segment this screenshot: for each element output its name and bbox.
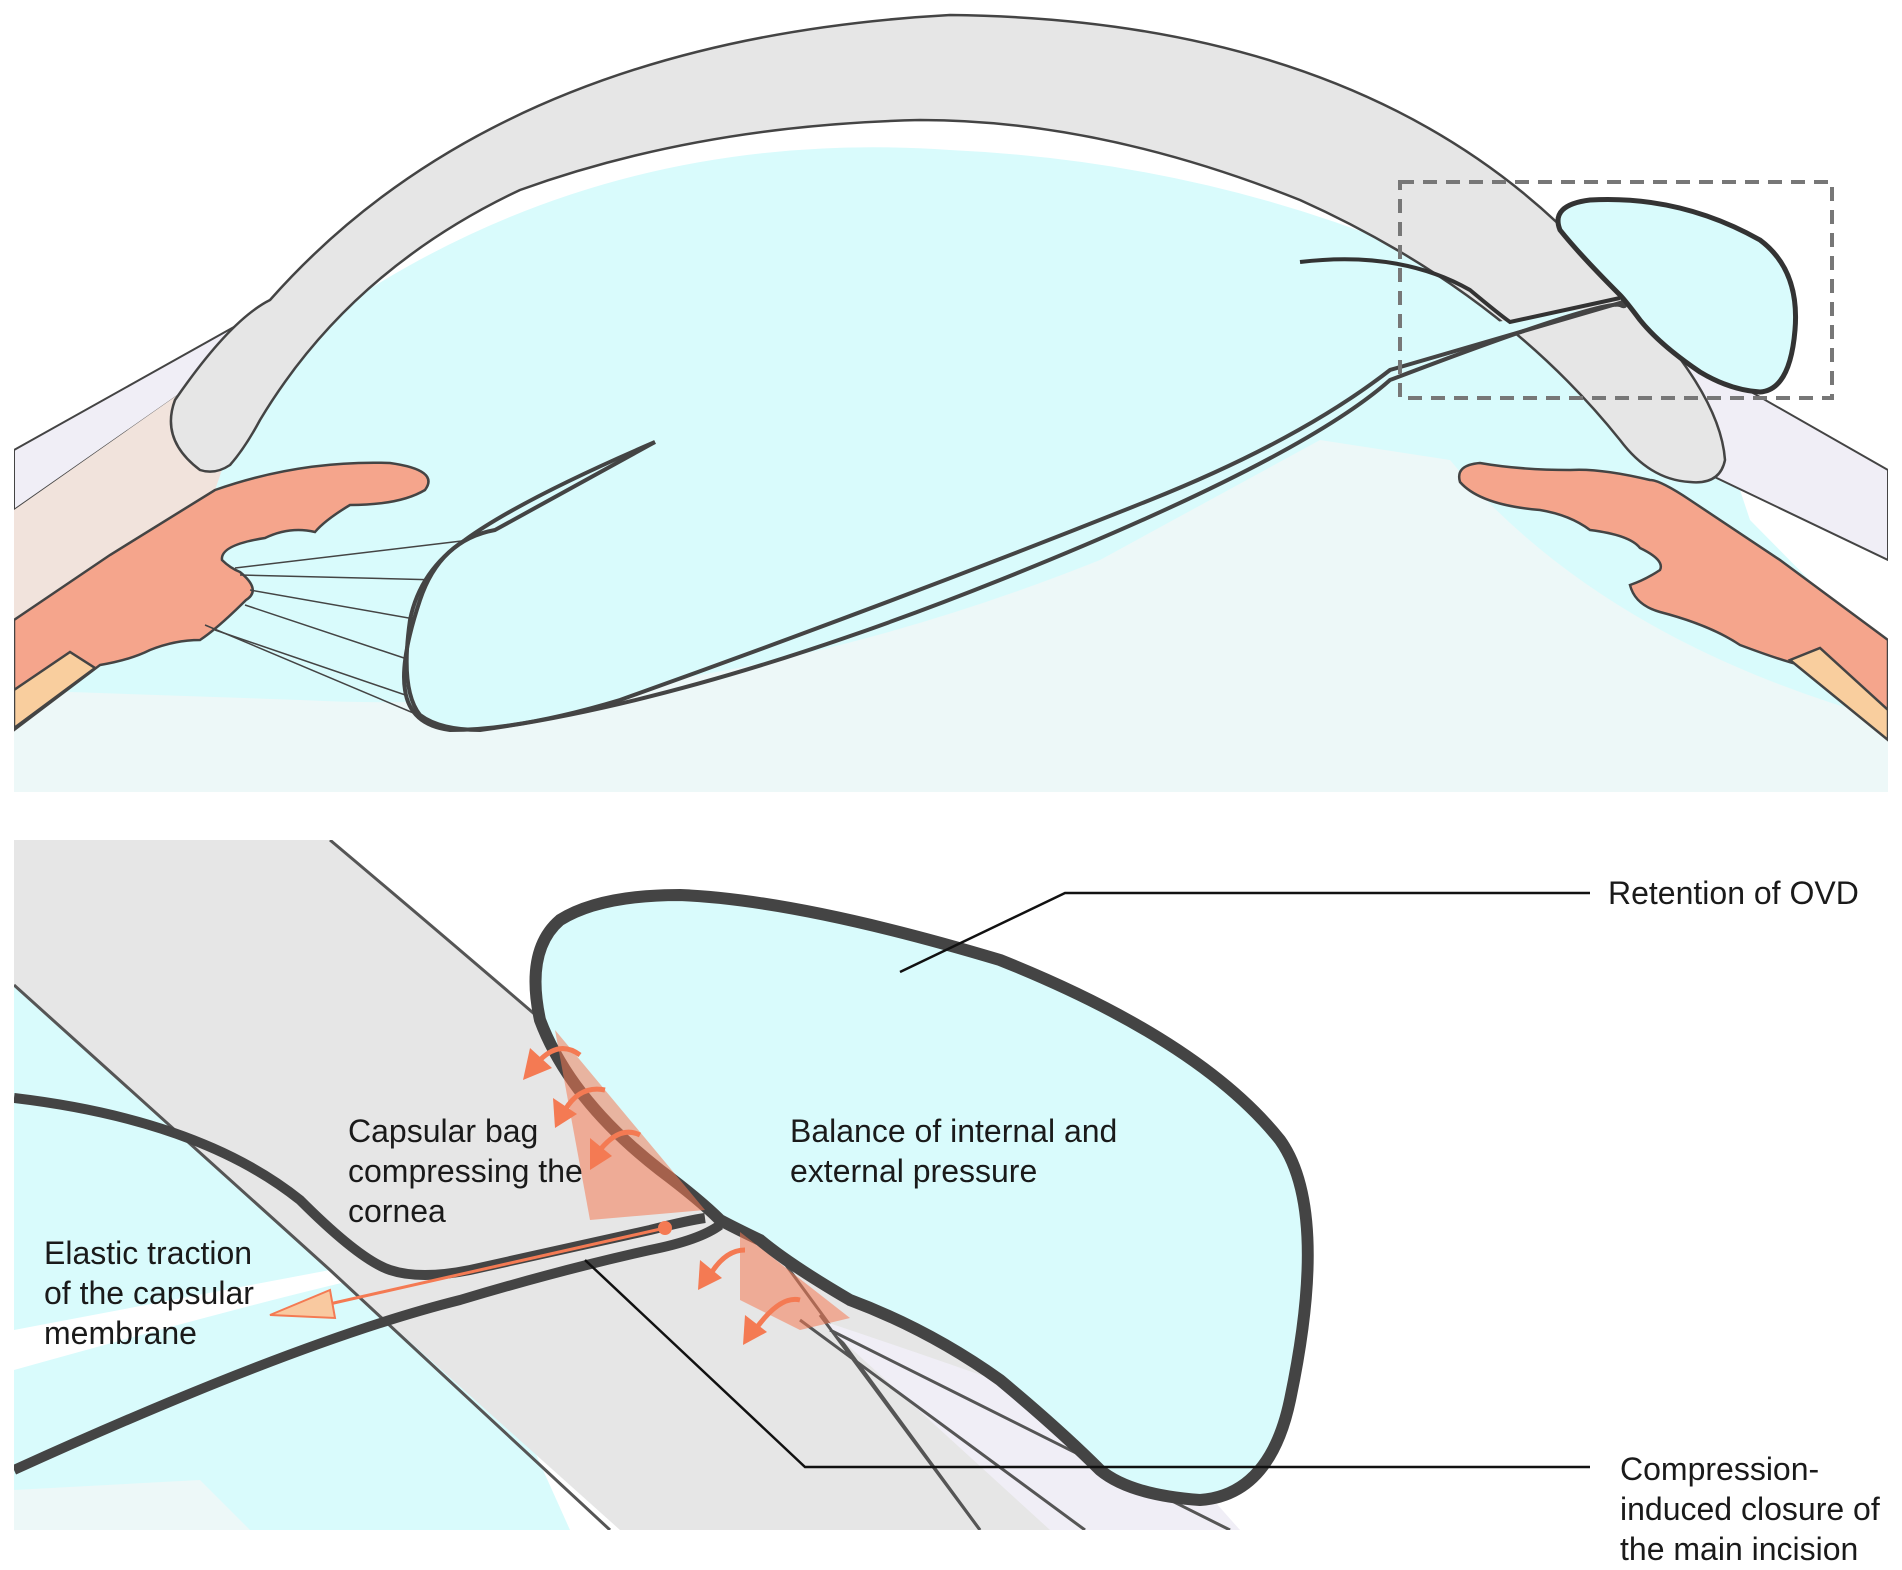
label-closure-3: the main incision	[1620, 1531, 1858, 1567]
label-capsular-2: compressing the	[348, 1153, 583, 1189]
ovd-bleb-detail	[529, 888, 1314, 1507]
detail-cornea-inner-edge	[14, 983, 612, 1530]
retention-leader	[899, 891, 1590, 974]
traction-origin-dot	[658, 1221, 672, 1235]
label-balance-1: Balance of internal and	[790, 1113, 1117, 1149]
elastic-traction-line	[324, 1226, 666, 1307]
label-retention: Retention of OVD	[1608, 875, 1859, 911]
left-iris	[14, 461, 430, 732]
detail-aqueous-left	[14, 985, 330, 1330]
incision-detail-view: Retention of OVD Balance of internal and…	[14, 840, 1888, 1567]
compression-wedge-upper	[555, 1030, 705, 1220]
anterior-segment-overview	[14, 0, 1888, 792]
detail-box	[1398, 180, 1834, 400]
closure-leader	[584, 1259, 1590, 1469]
label-balance-2: external pressure	[790, 1153, 1037, 1189]
detail-vitreous	[14, 1480, 250, 1530]
right-iris	[1457, 461, 1888, 732]
capsule-flap	[1299, 257, 1621, 325]
label-elastic-1: Elastic traction	[44, 1235, 252, 1271]
ovd-bleb-overview	[1555, 197, 1799, 395]
left-lens-edge	[14, 650, 98, 730]
capsular-membrane-lower	[14, 1220, 723, 1475]
zonules	[204, 539, 471, 721]
label-capsular-3: cornea	[348, 1193, 446, 1229]
compression-arrowheads	[523, 1048, 767, 1345]
capsular-bag-outline	[404, 293, 1627, 733]
label-elastic-2: of the capsular	[44, 1275, 254, 1311]
label-capsular-1: Capsular bag	[348, 1113, 538, 1149]
label-closure-1: Compression-	[1620, 1451, 1819, 1487]
compression-wedge-lower	[740, 1232, 850, 1330]
label-closure-2: induced closure of	[1620, 1491, 1880, 1527]
right-lens-edge	[1787, 646, 1888, 742]
elastic-traction-arrowhead	[269, 1288, 337, 1320]
label-elastic-3: membrane	[44, 1315, 197, 1351]
cornea	[169, 13, 1727, 484]
